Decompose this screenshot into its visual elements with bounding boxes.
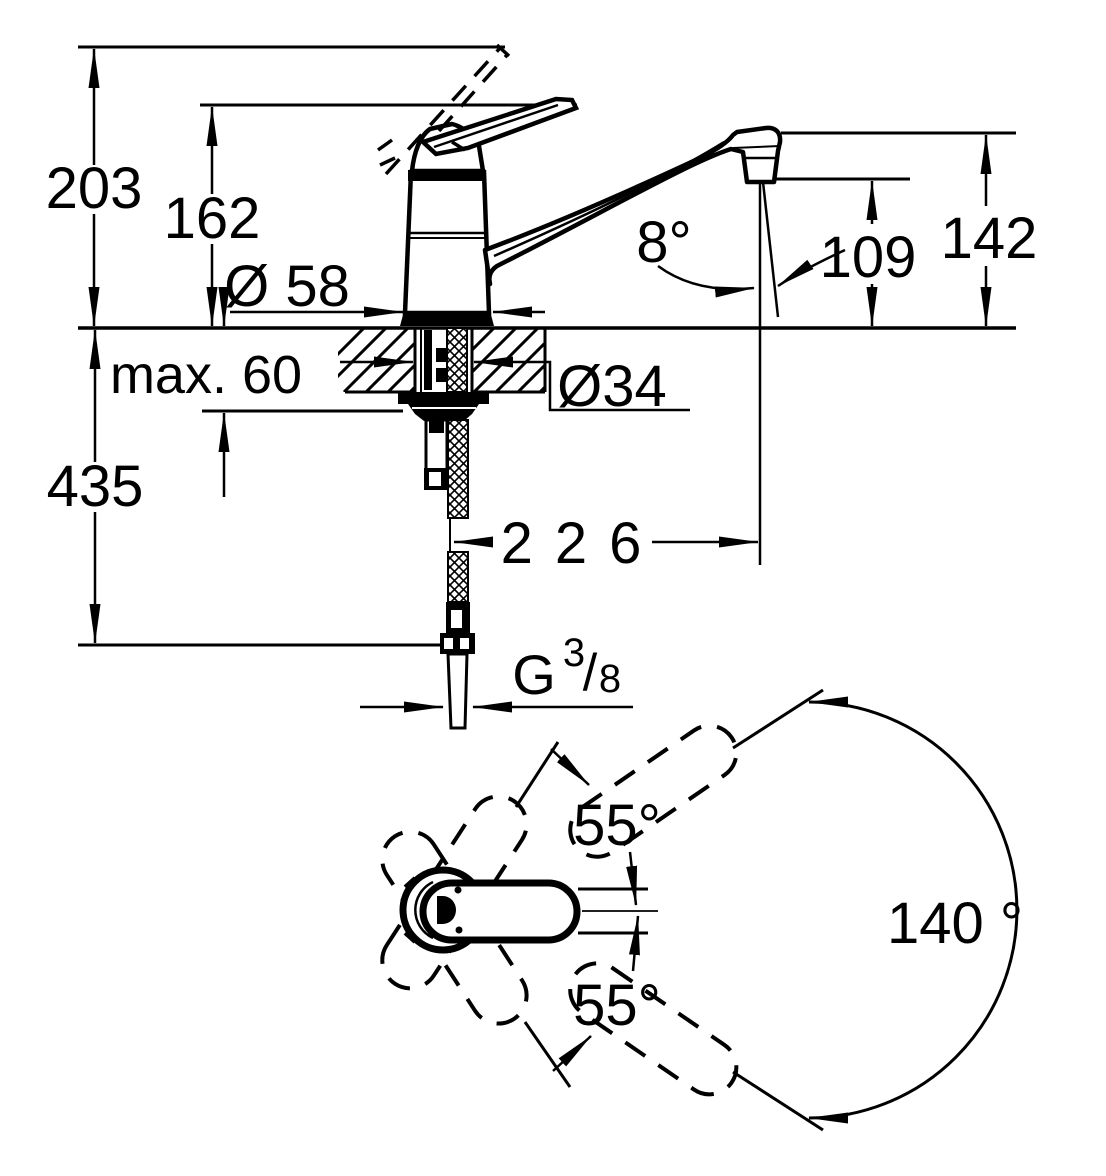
spout xyxy=(482,125,783,287)
dim-thread-g-label: G xyxy=(512,643,556,706)
dimension-labels: 203 162 Ø 58 max. 60 Ø34 435 226 8° 109 … xyxy=(46,156,1038,1038)
dim-handle-swing-upper-label: 55° xyxy=(573,793,661,858)
supply-hose xyxy=(440,419,475,730)
faucet-base-ring xyxy=(400,311,494,326)
reference-lines xyxy=(78,45,1016,647)
dim-spout-reach-label: 226 xyxy=(501,511,664,576)
handle-logo-mark xyxy=(437,896,456,924)
handle-angle-indicators xyxy=(578,851,658,972)
dim-body-height-label: 162 xyxy=(164,186,261,251)
dim-thread-slash-label: / xyxy=(583,644,598,702)
handle-top-view xyxy=(419,879,581,944)
faucet-body xyxy=(402,169,492,316)
dim-thread-numerator-label: 3 xyxy=(563,631,585,675)
faucet-side-view xyxy=(376,43,783,730)
faucet-plan-view xyxy=(380,688,1019,1132)
dim-counter-thickness-label: max. 60 xyxy=(110,345,302,405)
dimension-lines xyxy=(88,48,992,713)
horseshoe-washer xyxy=(398,392,489,404)
spray-angle-annotation xyxy=(657,181,846,565)
dim-thread-denominator-label: 8 xyxy=(599,657,621,701)
mounting-shank xyxy=(413,327,474,393)
dim-hole-diameter-label: Ø34 xyxy=(557,354,667,419)
dim-outlet-height-label: 109 xyxy=(820,225,917,290)
dim-total-height-label: 203 xyxy=(46,156,143,221)
connection-pipe xyxy=(446,652,469,730)
dim-base-diameter-label: Ø 58 xyxy=(224,254,350,319)
dim-spout-top-height-label: 142 xyxy=(941,206,1038,271)
dim-swivel-range-label: 140 ° xyxy=(887,891,1023,956)
dim-below-counter-label: 435 xyxy=(47,454,144,519)
dim-handle-swing-lower-label: 55° xyxy=(573,973,661,1038)
dim-spout-angle-label: 8° xyxy=(636,210,691,275)
lower-limit-line xyxy=(732,1070,824,1132)
upper-limit-line xyxy=(732,688,824,750)
body-joint-band xyxy=(408,170,486,181)
lever-raised-dashed xyxy=(376,43,511,176)
swivel-range-annotation xyxy=(514,688,1019,1132)
mounting-nut xyxy=(408,404,479,421)
swivel-arc xyxy=(808,696,1019,1124)
tilted-spray-axis xyxy=(761,181,780,318)
fixing-set xyxy=(398,392,489,490)
